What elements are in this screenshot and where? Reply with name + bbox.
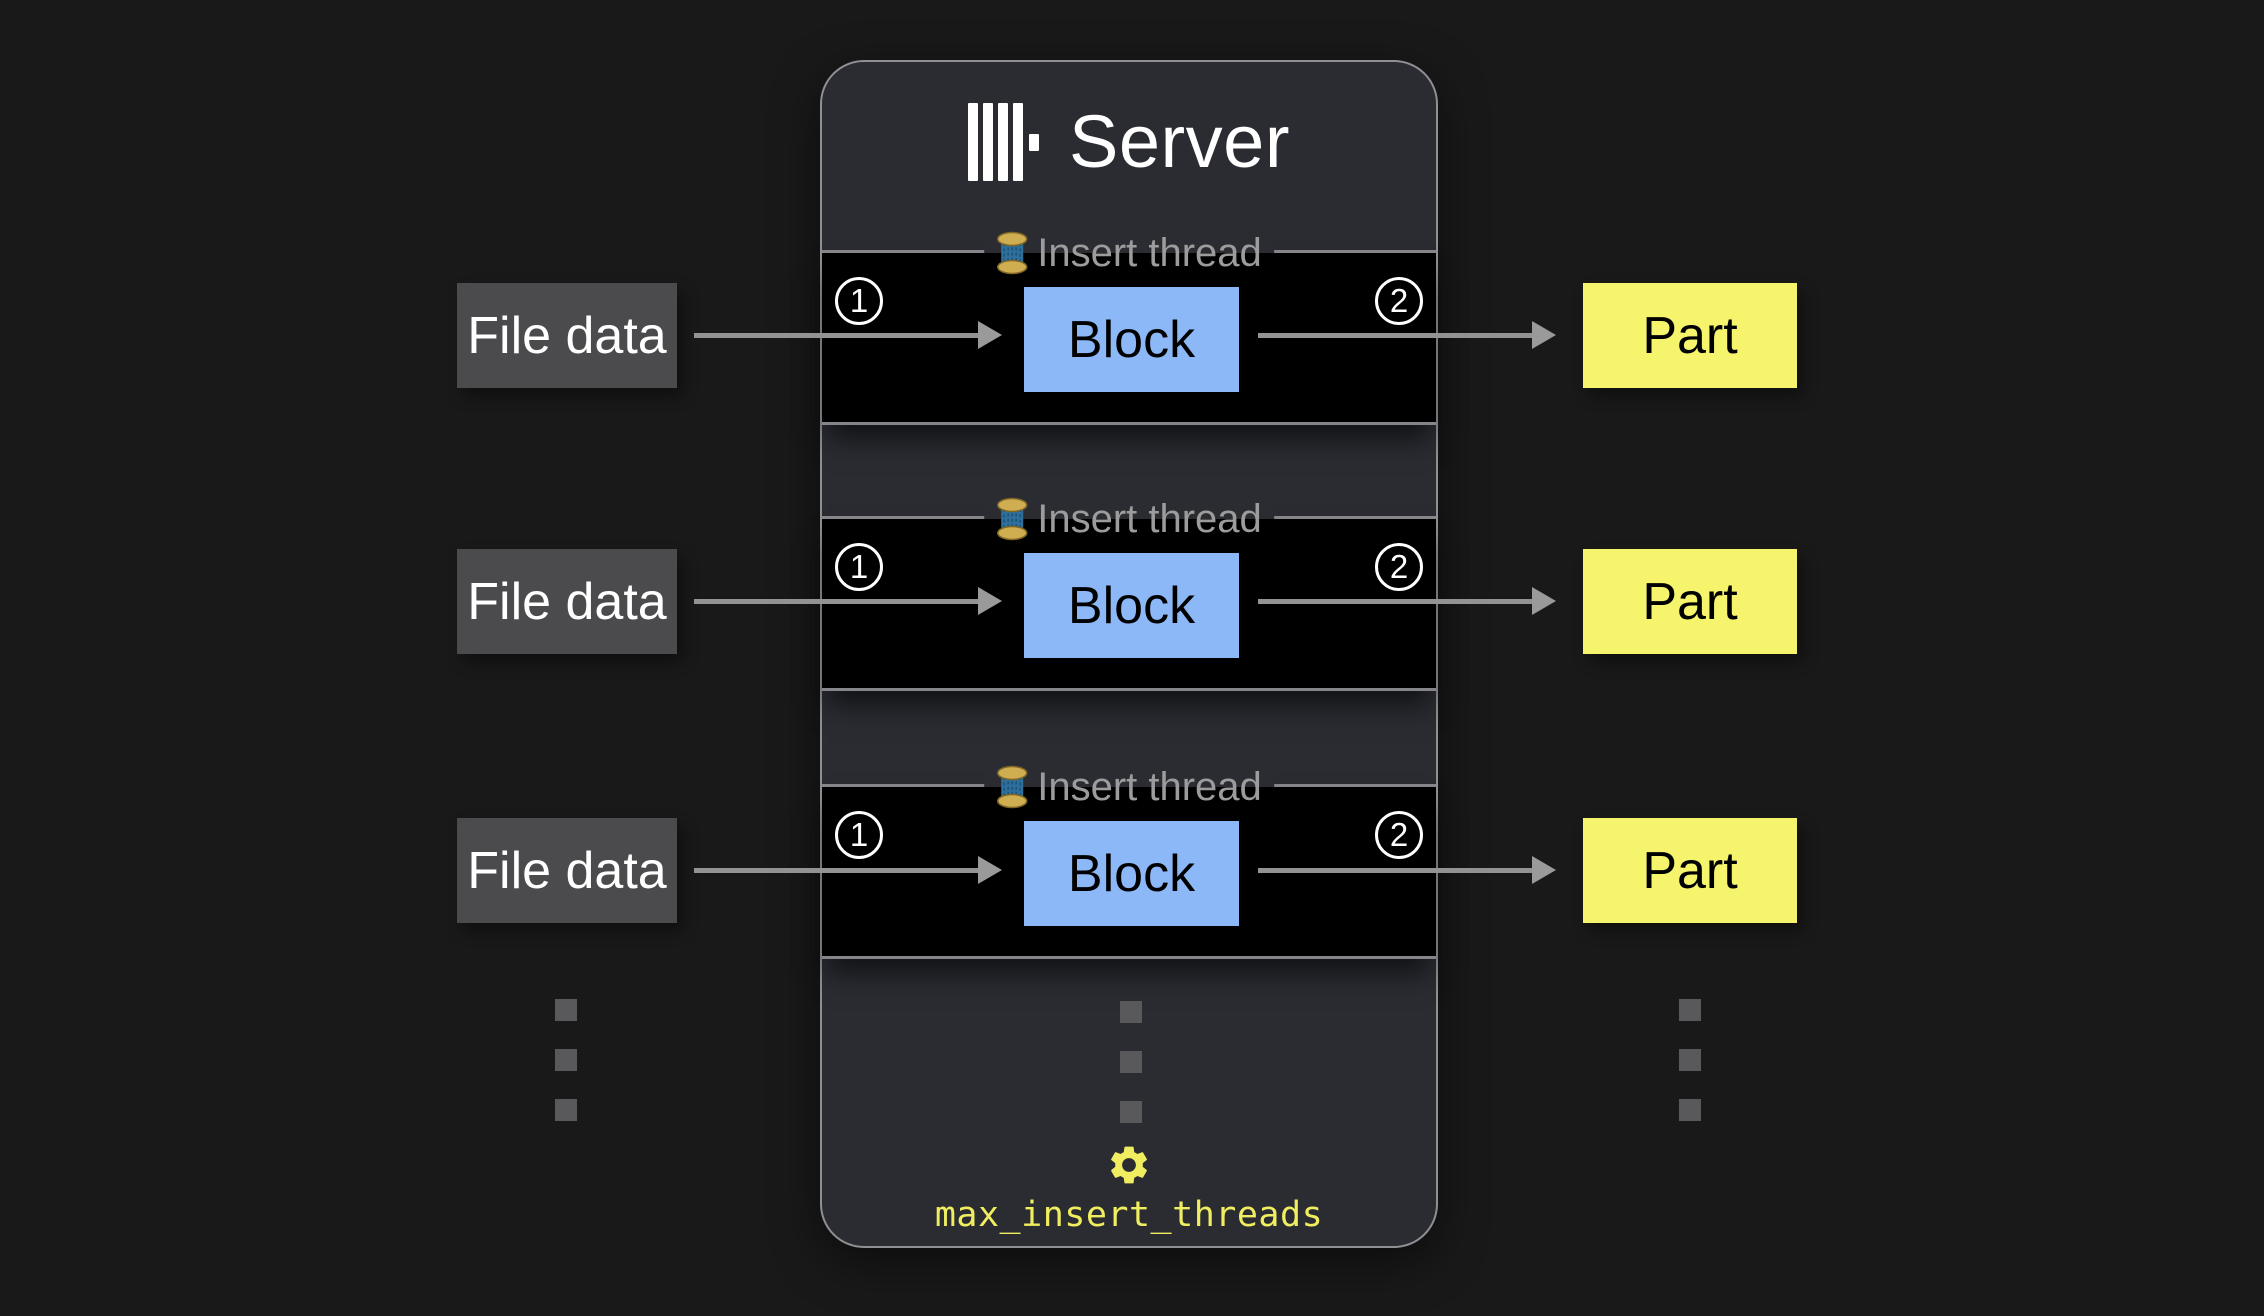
block-box: Block (1024, 821, 1239, 926)
ellipsis-center (1120, 1001, 1142, 1123)
step-1-badge: 1 (835, 277, 883, 325)
step-2-badge: 2 (1375, 811, 1423, 859)
insert-thread-label: Insert thread (1037, 496, 1262, 541)
thread-spool-icon (996, 497, 1028, 541)
step-1-number: 1 (849, 282, 869, 319)
insert-thread-legend: Insert thread (984, 492, 1274, 546)
step-1-number: 1 (849, 548, 869, 585)
file-data-box: File data (457, 283, 677, 388)
gear-icon (1106, 1142, 1152, 1188)
block-box: Block (1024, 553, 1239, 658)
arrowhead-icon (978, 587, 1002, 615)
insert-thread-label: Insert thread (1037, 230, 1262, 275)
arrowhead-icon (978, 856, 1002, 884)
arrow-block-to-part (1258, 868, 1532, 873)
thread-spool-icon (996, 765, 1028, 809)
part-box: Part (1583, 283, 1797, 388)
arrowhead-icon (1532, 587, 1556, 615)
arrow-file-to-block (694, 333, 978, 338)
step-2-badge: 2 (1375, 277, 1423, 325)
ellipsis-left (555, 999, 577, 1121)
thread-spool-icon (996, 231, 1028, 275)
part-box: Part (1583, 818, 1797, 923)
step-2-badge: 2 (1375, 543, 1423, 591)
clickhouse-logo-icon (968, 103, 1040, 181)
part-box: Part (1583, 549, 1797, 654)
step-2-number: 2 (1389, 548, 1409, 585)
step-1-number: 1 (849, 816, 869, 853)
server-title: Server (822, 102, 1436, 182)
ellipsis-right (1679, 999, 1701, 1121)
insert-thread-legend: Insert thread (984, 226, 1274, 280)
arrow-block-to-part (1258, 333, 1532, 338)
file-data-box: File data (457, 549, 677, 654)
setting-name: max_insert_threads (934, 1195, 1324, 1235)
arrowhead-icon (1532, 321, 1556, 349)
insert-thread-label: Insert thread (1037, 764, 1262, 809)
server-panel: Server Insert thread 1 Block 2 (820, 60, 1438, 1248)
block-box: Block (1024, 287, 1239, 392)
arrow-file-to-block (694, 868, 978, 873)
arrow-file-to-block (694, 599, 978, 604)
step-1-badge: 1 (835, 543, 883, 591)
step-1-badge: 1 (835, 811, 883, 859)
file-data-box: File data (457, 818, 677, 923)
arrowhead-icon (1532, 856, 1556, 884)
server-title-text: Server (1069, 100, 1290, 183)
step-2-number: 2 (1389, 816, 1409, 853)
step-2-number: 2 (1389, 282, 1409, 319)
arrow-block-to-part (1258, 599, 1532, 604)
arrowhead-icon (978, 321, 1002, 349)
insert-thread-legend: Insert thread (984, 760, 1274, 814)
